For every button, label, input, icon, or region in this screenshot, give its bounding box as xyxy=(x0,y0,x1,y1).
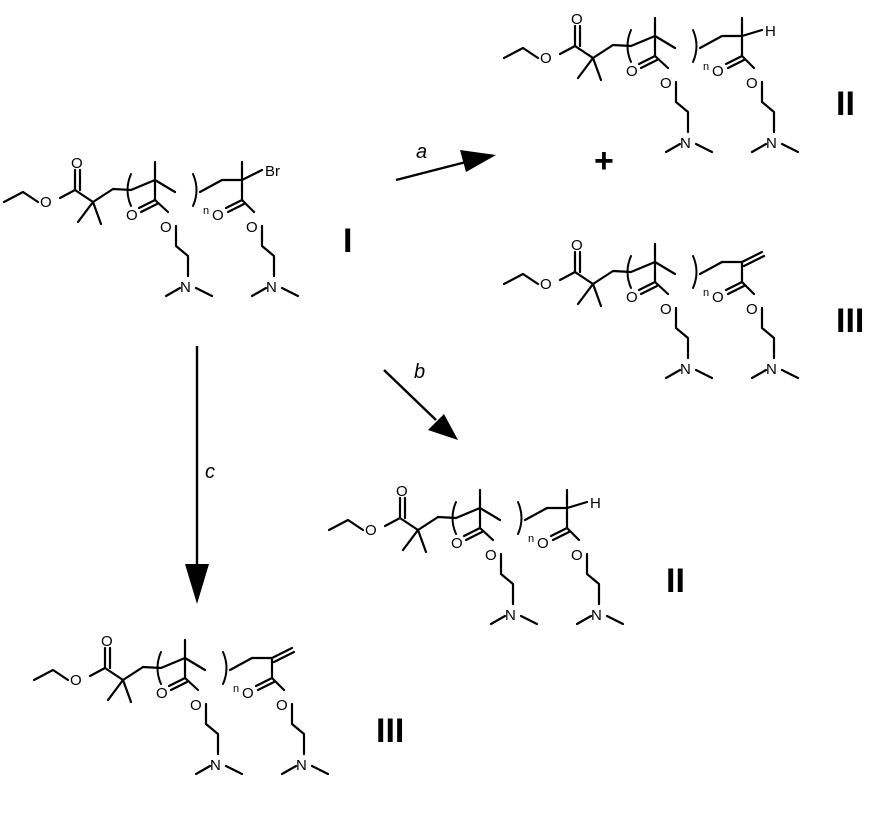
oxygen-atom: O xyxy=(126,207,138,224)
nitrogen-atom: N xyxy=(505,607,516,624)
bromine-atom: Br xyxy=(265,163,280,180)
oxygen-atom: O xyxy=(660,301,672,318)
repeat-subscript: n xyxy=(703,61,709,73)
oxygen-atom: O xyxy=(540,276,552,293)
oxygen-atom: O xyxy=(485,547,497,564)
oxygen-atom: O xyxy=(712,63,724,80)
compound-label-II-middle: II xyxy=(666,562,685,600)
oxygen-atom: O xyxy=(160,219,172,236)
oxygen-atom: O xyxy=(70,672,82,689)
compound-III-structure-bottom: O O O O N O O N n xyxy=(32,633,330,776)
nitrogen-atom: N xyxy=(766,361,777,378)
nitrogen-atom: N xyxy=(766,135,777,152)
oxygen-atom: O xyxy=(540,50,552,67)
oxygen-atom: O xyxy=(571,237,583,254)
repeat-subscript: n xyxy=(703,287,709,299)
condition-label-c: c xyxy=(205,461,215,483)
hydrogen-atom: H xyxy=(590,495,601,512)
compound-label-I: I xyxy=(343,222,352,260)
repeat-subscript: n xyxy=(203,205,209,217)
oxygen-atom: O xyxy=(156,685,168,702)
compound-II-structure-middle: H O O O O N O O N n xyxy=(327,483,625,626)
condition-label-b: b xyxy=(414,361,425,383)
oxygen-atom: O xyxy=(365,522,377,539)
nitrogen-atom: N xyxy=(180,279,191,296)
compound-label-III-top: III xyxy=(836,302,864,340)
compound-label-II-top: II xyxy=(836,85,855,123)
oxygen-atom: O xyxy=(40,194,52,211)
nitrogen-atom: N xyxy=(296,757,307,774)
nitrogen-atom: N xyxy=(680,361,691,378)
oxygen-atom: O xyxy=(396,483,408,500)
oxygen-atom: O xyxy=(212,207,224,224)
oxygen-atom: O xyxy=(451,535,463,552)
oxygen-atom: O xyxy=(101,633,113,650)
reaction-arrow-b xyxy=(383,369,458,440)
oxygen-atom: O xyxy=(571,547,583,564)
repeat-subscript: n xyxy=(233,683,239,695)
oxygen-atom: O xyxy=(626,63,638,80)
hydrogen-atom: H xyxy=(765,23,776,40)
compound-label-III-bottom: III xyxy=(376,712,404,750)
nitrogen-atom: N xyxy=(210,757,221,774)
oxygen-atom: O xyxy=(537,535,549,552)
oxygen-atom: O xyxy=(746,75,758,92)
nitrogen-atom: N xyxy=(266,279,277,296)
nitrogen-atom: N xyxy=(680,135,691,152)
reaction-arrow-a xyxy=(395,150,496,182)
oxygen-atom: O xyxy=(746,301,758,318)
condition-label-a: a xyxy=(416,141,427,163)
plus-sign: + xyxy=(594,142,614,180)
oxygen-atom: O xyxy=(626,289,638,306)
oxygen-atom: O xyxy=(190,697,202,714)
compound-II-structure-top: H O O O O N O O N n xyxy=(502,11,800,154)
oxygen-atom: O xyxy=(571,11,583,28)
repeat-subscript: n xyxy=(528,533,534,545)
oxygen-atom: O xyxy=(242,685,254,702)
oxygen-atom: O xyxy=(71,155,83,172)
oxygen-atom: O xyxy=(660,75,672,92)
compound-III-structure-top: O O O O N O O N n xyxy=(502,237,800,380)
oxygen-atom: O xyxy=(276,697,288,714)
nitrogen-atom: N xyxy=(591,607,602,624)
oxygen-atom: O xyxy=(712,289,724,306)
compound-I-structure: Br O O O O N O O N n xyxy=(2,155,300,298)
oxygen-atom: O xyxy=(246,219,258,236)
reaction-arrow-c xyxy=(185,346,209,604)
